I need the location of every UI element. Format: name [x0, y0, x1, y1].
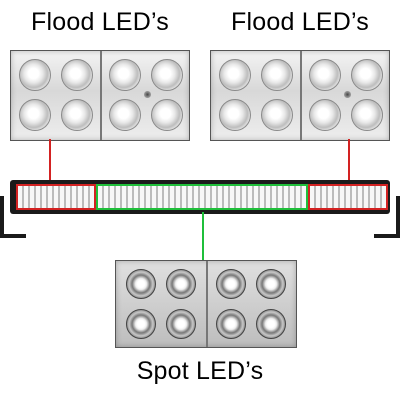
spot-lens-icon	[256, 269, 286, 299]
spot-caption: Spot LED’s	[136, 357, 264, 385]
flood-lens-icon	[309, 99, 341, 131]
spot-led-closeup	[115, 260, 297, 348]
spot-lens-icon	[126, 309, 156, 339]
panel-divider	[100, 51, 102, 140]
mounting-bracket-left	[0, 196, 26, 238]
flood-lens-icon	[261, 99, 293, 131]
flood-lens-icon	[309, 59, 341, 91]
flood-left-connector-line	[49, 139, 51, 184]
flood-lens-icon	[151, 59, 183, 91]
flood-lens-icon	[109, 99, 141, 131]
flood-right-caption: Flood LED’s	[231, 8, 369, 36]
flood-lens-icon	[61, 59, 93, 91]
flood-lens-icon	[351, 99, 383, 131]
flood-lens-icon	[219, 99, 251, 131]
spot-lens-icon	[166, 269, 196, 299]
flood-lens-icon	[261, 59, 293, 91]
flood-section-right	[308, 184, 388, 210]
flood-right-connector-line	[348, 139, 350, 184]
flood-lens-icon	[19, 59, 51, 91]
panel-divider	[300, 51, 302, 140]
panel-divider	[206, 261, 208, 347]
flood-left-caption: Flood LED’s	[31, 8, 169, 36]
spot-section-center	[96, 184, 308, 210]
mounting-bracket-right	[374, 196, 400, 238]
spot-lens-icon	[256, 309, 286, 339]
spot-connector-line	[202, 212, 204, 260]
flood-lens-icon	[151, 99, 183, 131]
flood-section-left	[16, 184, 96, 210]
flood-led-closeup-left	[10, 50, 190, 141]
flood-lens-icon	[109, 59, 141, 91]
flood-led-closeup-right	[210, 50, 390, 141]
flood-lens-icon	[351, 59, 383, 91]
spot-lens-icon	[216, 309, 246, 339]
screw-icon	[344, 91, 351, 98]
spot-lens-icon	[166, 309, 196, 339]
flood-lens-icon	[19, 99, 51, 131]
screw-icon	[144, 91, 151, 98]
flood-lens-icon	[219, 59, 251, 91]
flood-lens-icon	[61, 99, 93, 131]
spot-lens-icon	[216, 269, 246, 299]
spot-lens-icon	[126, 269, 156, 299]
led-light-bar-icon	[10, 180, 390, 214]
